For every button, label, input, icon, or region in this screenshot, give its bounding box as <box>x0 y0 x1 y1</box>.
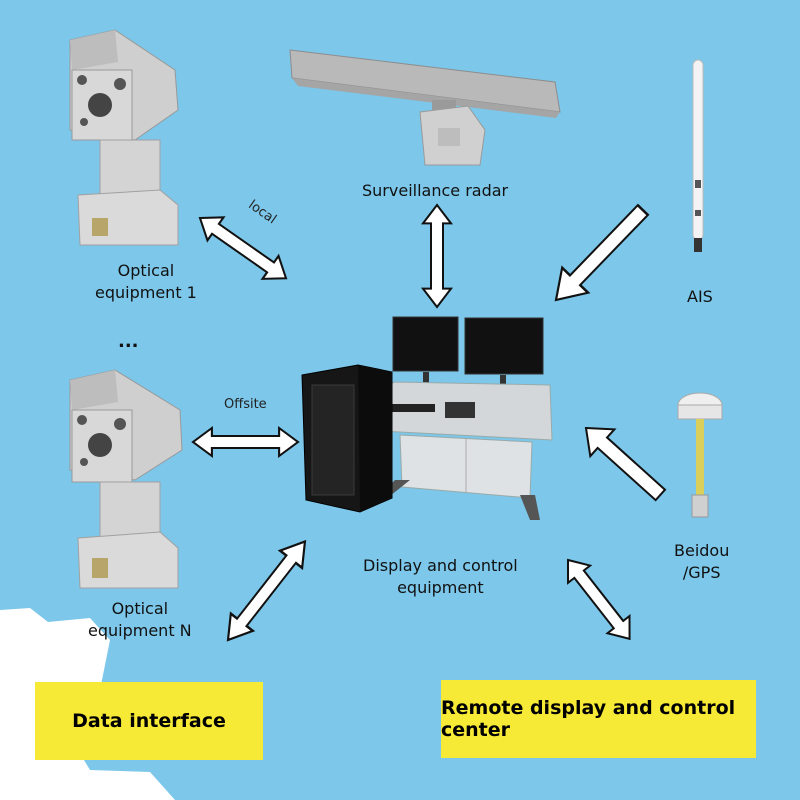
control-console-icon <box>301 316 553 520</box>
display-label-line2: equipment <box>397 577 484 597</box>
arrow-beidou <box>572 413 674 510</box>
beidou-gps-label: Beidou /GPS <box>674 540 729 583</box>
optical-n-label-line1: Optical <box>111 599 169 618</box>
optical-1-label-line2: equipment 1 <box>95 282 197 302</box>
remote-center-box: Remote display and control center <box>441 680 756 758</box>
arrow-data-interface <box>215 531 318 650</box>
surveillance-radar-icon <box>289 49 561 166</box>
display-label-line1: Display and control <box>363 556 518 575</box>
edge-label-offsite: Offsite <box>224 397 267 412</box>
optical-1-label-line1: Optical <box>117 261 175 280</box>
arrow-offsite <box>191 426 300 458</box>
arrow-remote-center <box>555 550 642 649</box>
optical-equipment-1-label: Optical equipment 1 <box>95 260 197 303</box>
optical-n-label-line2: equipment N <box>88 620 192 640</box>
beidou-label-line2: /GPS <box>682 562 721 582</box>
data-interface-box: Data interface <box>35 682 263 760</box>
beidou-gps-antenna-icon <box>677 392 723 518</box>
ais-label: AIS <box>687 287 713 306</box>
display-control-label: Display and control equipment <box>363 555 518 598</box>
arrow-radar <box>421 203 453 309</box>
ais-antenna-icon <box>692 59 704 252</box>
ellipsis-label: ... <box>118 331 139 352</box>
optical-camera-n-icon <box>69 369 183 589</box>
arrow-ais <box>541 196 657 314</box>
optical-equipment-n-label: Optical equipment N <box>88 598 192 641</box>
optical-camera-1-icon <box>69 29 179 246</box>
beidou-label-line1: Beidou <box>674 541 730 560</box>
surveillance-radar-label: Surveillance radar <box>362 181 509 200</box>
arrow-local <box>190 205 296 291</box>
